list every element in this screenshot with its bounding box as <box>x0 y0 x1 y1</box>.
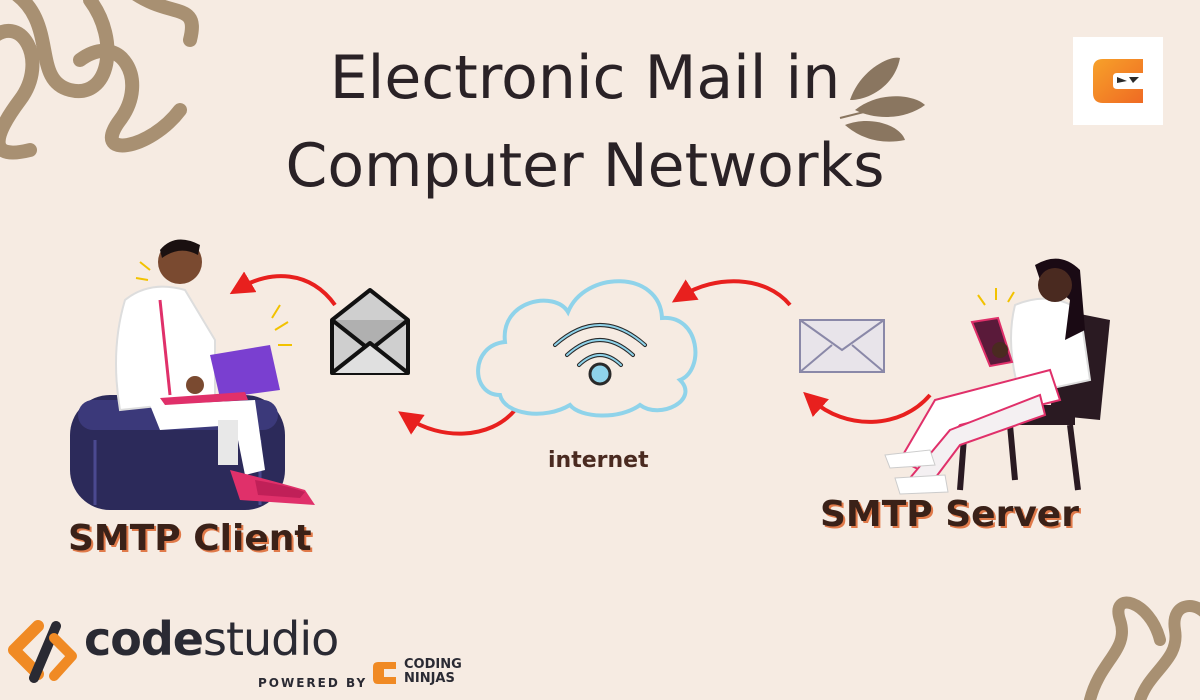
brand-code: code <box>84 612 204 666</box>
envelope-open-icon <box>330 288 410 375</box>
coding-ninjas-wordmark: CODING NINJAS <box>404 658 462 686</box>
codestudio-logo-icon <box>8 620 77 683</box>
cn-coding: CODING <box>404 657 462 672</box>
smtp-client-label: SMTP Client <box>68 518 312 559</box>
arrow-cloud-to-client <box>398 408 517 436</box>
codestudio-brand: codestudio POWERED BY CODING NINJAS <box>0 612 480 700</box>
coding-ninjas-small-icon <box>373 662 396 684</box>
cloud-icon <box>476 279 698 418</box>
envelope-icon <box>799 319 885 373</box>
leaf-decoration <box>839 57 925 142</box>
powered-by-text: POWERED BY <box>258 676 368 690</box>
internet-label: internet <box>548 448 649 473</box>
page-title: Electronic Mail in Computer Networks <box>0 34 1170 210</box>
arrow-server-to-cloud <box>671 279 792 307</box>
codestudio-wordmark: codestudio <box>84 612 339 666</box>
smtp-client-figure <box>70 239 315 510</box>
title-line-1: Electronic Mail in <box>329 43 841 113</box>
coding-ninjas-logo <box>1073 37 1163 125</box>
cn-ninjas: NINJAS <box>404 671 455 686</box>
arrow-envelope-to-client <box>229 271 337 307</box>
squiggle-top-left <box>0 0 199 160</box>
ninja-icon <box>1093 59 1143 103</box>
brand-studio: studio <box>203 612 339 666</box>
arrow-server-to-envelope <box>803 391 932 424</box>
smtp-server-figure <box>884 258 1110 495</box>
squiggle-bottom-right <box>1084 596 1200 700</box>
title-line-2: Computer Networks <box>285 131 885 201</box>
smtp-server-label: SMTP Server <box>820 494 1079 535</box>
